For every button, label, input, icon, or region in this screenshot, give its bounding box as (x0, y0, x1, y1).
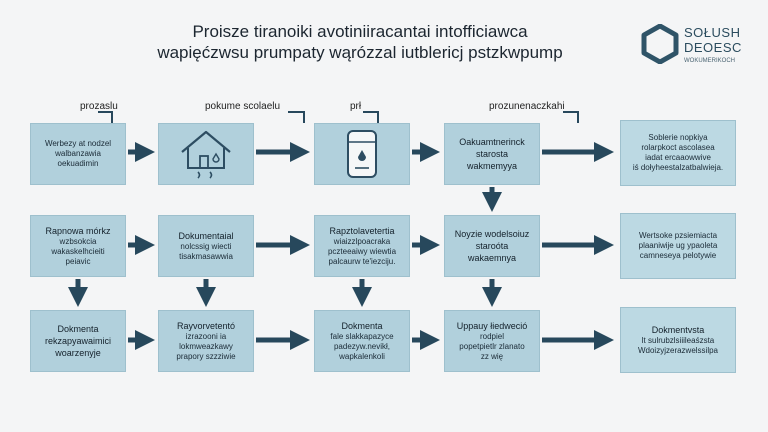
box-text: iś dołyheestalzatbalwieja. (632, 163, 724, 172)
process-box-r3c2: Rayvorvetentó izrazooni ia lokmweazkawy … (158, 310, 254, 372)
box-heading: Oakuamtnerinck (459, 137, 525, 147)
box-text: Soblerie nopkiya (648, 133, 708, 142)
box-text: pczteeaiwy wiewtia (327, 247, 397, 256)
box-text: rodpiel (479, 332, 504, 341)
box-text: wakaskelhcieiti (51, 247, 105, 256)
process-box-r3c3: Dokmenta fale slakkapazyce padezyw.nevik… (314, 310, 410, 372)
water-heater-icon (347, 130, 377, 178)
column-label-1: prozaslu (80, 101, 118, 112)
box-text: palcaurw te'iezciju. (328, 257, 396, 266)
house-icon (181, 130, 231, 179)
box-heading: Noyzie wodelsoiuz (454, 229, 530, 239)
process-box-r2c5: Wertsoke pzsiemiacta plaaniwije ug ypaol… (620, 213, 736, 279)
process-box-r3c5: Dokmentvsta lt sulrubzlsiiileaśzsta Wdoi… (620, 307, 736, 373)
process-box-r2c3: Rapztolavetertia wiaizzlpoacraka pczteea… (314, 215, 410, 277)
box-text: prapory szzziwie (176, 352, 236, 361)
process-box-r3c4: Uppauy łiedweció rodpiel popetpietlr zla… (444, 310, 540, 372)
process-box-r3c1: Dokmenta rekzapyawaimici woarzenyje (30, 310, 126, 372)
box-heading: Dokumentaial (178, 231, 234, 241)
logo-text-line2: DEOESC (684, 40, 742, 55)
box-text: fale slakkapazyce (330, 332, 394, 341)
box-text: walbanzawia (55, 149, 101, 158)
box-text: wakaemnya (467, 253, 517, 263)
box-text: staroóta (475, 241, 509, 251)
box-text: zz wię (480, 352, 504, 361)
box-text: Werbezy at nodzel (44, 139, 112, 148)
box-text: starosta (475, 149, 508, 159)
label-leader-arrow (288, 111, 305, 123)
box-text: woarzenyje (55, 348, 101, 358)
box-text: camneseya pelotywie (639, 251, 717, 260)
box-heading: Dokmentvsta (651, 325, 705, 335)
box-heading: Uppauy łiedweció (456, 321, 528, 331)
box-text: rolarpkoct ascolasea (641, 143, 715, 152)
label-leader-arrow (98, 111, 113, 123)
process-box-r1c5: Soblerie nopkiya rolarpkoct ascolasea ia… (620, 120, 736, 186)
box-heading: Rapnowa mórkz (45, 226, 111, 236)
logo-subtext: WOKUMERIKOCH (684, 58, 735, 64)
box-text: wapkalenkoli (339, 352, 385, 361)
box-heading: Dokmenta (57, 324, 99, 334)
process-box-r1c4: Oakuamtnerinck starosta wakmemyya (444, 123, 540, 185)
box-text: izrazooni ia (185, 332, 227, 341)
box-text: wakmemyya (466, 161, 517, 171)
box-heading: Rapztolavetertia (329, 226, 395, 236)
box-text: lokmweazkawy (179, 342, 233, 351)
logo: SOŁUSH DEOESC WOKUMERIKOCH (640, 22, 760, 72)
box-text: popetpietlr zlanato (459, 342, 525, 351)
box-text: nolcssig wiecti (180, 242, 232, 251)
column-label-3: prł (350, 101, 362, 112)
process-box-r2c1: Rapnowa mórkz wzbsokcia wakaskelhcieiti … (30, 215, 126, 277)
label-leader-arrow (563, 111, 579, 123)
logo-text-line1: SOŁUSH (684, 25, 741, 40)
diagram-title-line1: Proisze tiranoiki avotiniiracantai intof… (192, 22, 528, 41)
box-text: wzbsokcia (59, 237, 97, 246)
box-heading: Dokmenta (341, 321, 383, 331)
box-text: lt sulrubzlsiiileaśzsta (641, 336, 715, 345)
box-heading: Rayvorvetentó (176, 321, 236, 331)
box-text: tisakmasawwia (179, 252, 233, 261)
process-box-r1c1: Werbezy at nodzel walbanzawia oekuadimin (30, 123, 126, 185)
box-text: peiavic (65, 257, 91, 266)
column-label-4: prozunenaczkahi (489, 101, 565, 112)
process-box-r1c2 (158, 123, 254, 185)
process-box-r1c3 (314, 123, 410, 185)
process-box-r2c4: Noyzie wodelsoiuz staroóta wakaemnya (444, 215, 540, 277)
box-text: Wdoizyjzerazwelssilpa (637, 346, 719, 355)
process-box-r2c2: Dokumentaial nolcssig wiecti tisakmasaww… (158, 215, 254, 277)
box-text: Wertsoke pzsiemiacta (638, 231, 718, 240)
box-text: padezyw.nevikł, (333, 342, 391, 351)
label-leader-arrow (363, 111, 379, 123)
diagram-title-line2: wapięćzwsu prumpaty wąrózzal iutblericj … (157, 43, 563, 62)
box-text: wiaizzlpoacraka (333, 237, 391, 246)
column-label-2: pokume scolaelu (205, 101, 281, 112)
box-text: iadat ercaaowwive (645, 153, 711, 162)
hexagon-logo-icon (641, 24, 679, 64)
box-text: plaaniwije ug ypaoleta (638, 241, 718, 250)
box-text: oekuadimin (57, 159, 99, 168)
box-text: rekzapyawaimici (44, 336, 112, 346)
